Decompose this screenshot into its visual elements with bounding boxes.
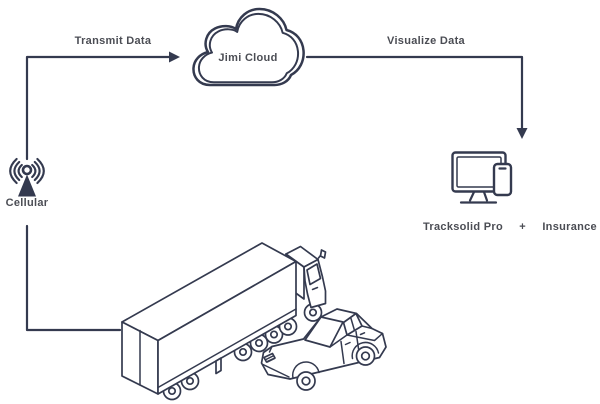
car-wheels [296, 346, 376, 391]
flow-arrow-visualize [305, 55, 528, 139]
radio-tower-icon [9, 157, 45, 197]
monitor-phone-icon [451, 151, 513, 204]
insurance-label: Insurance [542, 221, 597, 233]
truck-trailer [121, 242, 297, 395]
cloud-label: Jimi Cloud [218, 52, 278, 64]
semi-truck-illustration [121, 242, 327, 401]
flow-arrow-transmit [25, 51, 180, 332]
cellular-label: Cellular [5, 197, 49, 209]
visualize-data-label: Visualize Data [387, 35, 465, 47]
tracksolid-pro-label: Tracksolid Pro [423, 221, 504, 233]
plus-separator: + [519, 221, 527, 233]
sedan-car-illustration [260, 308, 387, 391]
transmit-data-label: Transmit Data [74, 35, 152, 47]
device-label-row: Tracksolid Pro + Insurance [423, 221, 597, 233]
cloud-icon [192, 7, 305, 87]
